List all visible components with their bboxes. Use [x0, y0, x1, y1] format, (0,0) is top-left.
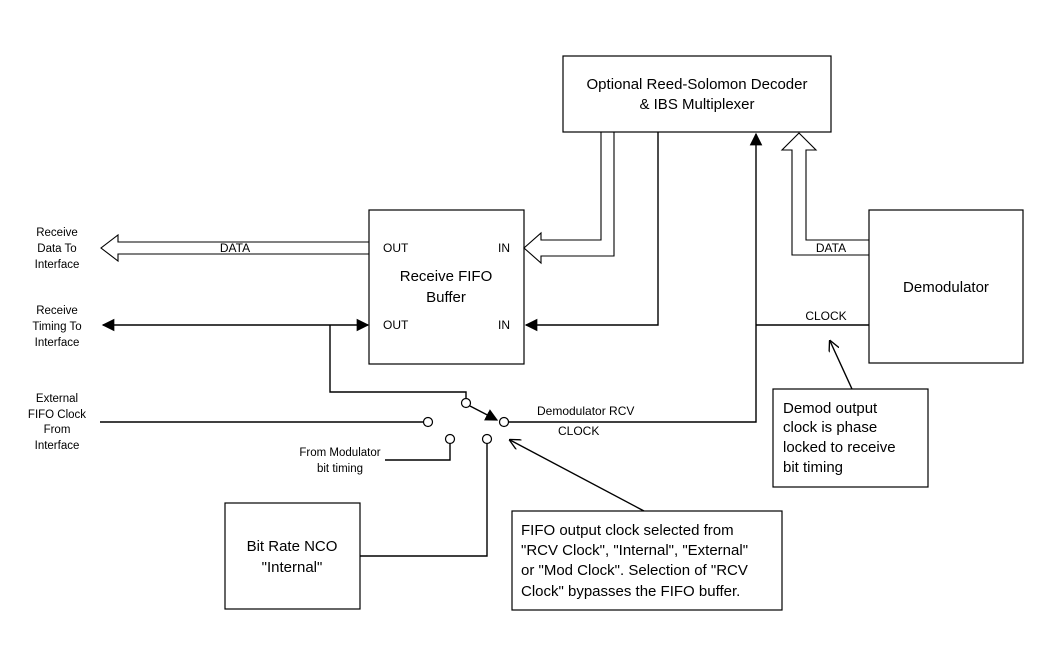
nco-line	[360, 444, 488, 557]
switch-contact-internal	[481, 433, 493, 445]
mod-timing-line	[385, 444, 451, 461]
demod-rcv-label: Demodulator RCV	[537, 404, 634, 418]
svg-text:Data To: Data To	[37, 243, 76, 255]
svg-text:Receive: Receive	[36, 305, 78, 317]
svg-text:locked to receive: locked to receive	[783, 439, 896, 456]
fifo-label-2: Buffer	[426, 289, 466, 306]
nco-label-1: Bit Rate NCO	[247, 538, 338, 555]
demod-note: Demod output clock is phase locked to re…	[772, 388, 929, 488]
data-in-bus-arrow	[523, 132, 615, 265]
data-out-bus-label: DATA	[220, 241, 250, 255]
demod-clock-label: CLOCK	[805, 309, 846, 323]
fifo-note: FIFO output clock selected from "RCV Clo…	[511, 510, 783, 611]
rs-to-fifo-timing-line	[524, 132, 659, 332]
switch-feed-line	[329, 325, 467, 398]
switch-pivot	[460, 397, 472, 409]
svg-text:bit timing: bit timing	[783, 459, 843, 476]
receive-timing-label: Receive Timing To Interface	[32, 305, 81, 349]
external-clock-label: External FIFO Clock From Interface	[28, 393, 86, 452]
svg-text:External: External	[36, 393, 78, 405]
clock-selector-switch	[329, 325, 510, 445]
demod-note-pointer	[830, 341, 853, 390]
demod-data-bus-arrow: DATA	[780, 132, 869, 256]
nco-label-2: "Internal"	[262, 559, 323, 576]
switch-contact-mod	[444, 433, 456, 445]
switch-blade	[469, 405, 499, 421]
svg-text:Receive: Receive	[36, 227, 78, 239]
svg-text:"RCV Clock", "Internal", "Exte: "RCV Clock", "Internal", "External"	[521, 542, 748, 559]
svg-text:FIFO output clock selected fro: FIFO output clock selected from	[521, 522, 734, 539]
fifo-block: Receive FIFO Buffer OUT IN OUT IN	[368, 209, 525, 365]
svg-text:Clock" bypasses the FIFO buffe: Clock" bypasses the FIFO buffer.	[521, 583, 740, 600]
demodulator-block: Demodulator	[868, 209, 1024, 364]
svg-text:Interface: Interface	[35, 440, 80, 452]
svg-text:or "Mod Clock". Selection of ": or "Mod Clock". Selection of "RCV	[521, 562, 748, 579]
switch-contact-rcv	[498, 416, 510, 428]
svg-text:From Modulator: From Modulator	[299, 447, 380, 459]
switch-contact-external	[422, 416, 434, 428]
rs-decoder-label-1: Optional Reed-Solomon Decoder	[587, 76, 808, 93]
demod-rcv-clock-label: CLOCK	[558, 424, 599, 438]
svg-text:Timing To: Timing To	[32, 321, 81, 333]
svg-text:FIFO Clock: FIFO Clock	[28, 409, 86, 421]
fifo-data-out-port: OUT	[383, 241, 409, 255]
fifo-note-pointer	[510, 440, 645, 512]
svg-text:From: From	[44, 424, 71, 436]
svg-text:Interface: Interface	[35, 259, 80, 271]
svg-text:Interface: Interface	[35, 337, 80, 349]
mod-timing-label: From Modulator bit timing	[299, 447, 380, 475]
fifo-timing-in-port: IN	[498, 318, 510, 332]
receive-data-label: Receive Data To Interface	[35, 227, 80, 271]
fifo-label-1: Receive FIFO	[400, 268, 493, 285]
fifo-timing-out-port: OUT	[383, 318, 409, 332]
demod-data-bus-label: DATA	[816, 241, 846, 255]
svg-text:bit timing: bit timing	[317, 463, 363, 475]
demodulator-label: Demodulator	[903, 279, 989, 296]
rs-decoder-label-2: & IBS Multiplexer	[639, 96, 754, 113]
nco-block: Bit Rate NCO "Internal"	[224, 502, 361, 610]
data-out-bus-arrow: DATA	[100, 233, 369, 263]
rs-decoder-block: Optional Reed-Solomon Decoder & IBS Mult…	[562, 55, 832, 133]
fifo-data-in-port: IN	[498, 241, 510, 255]
svg-text:Demod output: Demod output	[783, 400, 878, 417]
demod-rcv-clock-line	[504, 132, 763, 423]
svg-text:clock is phase: clock is phase	[783, 419, 877, 436]
